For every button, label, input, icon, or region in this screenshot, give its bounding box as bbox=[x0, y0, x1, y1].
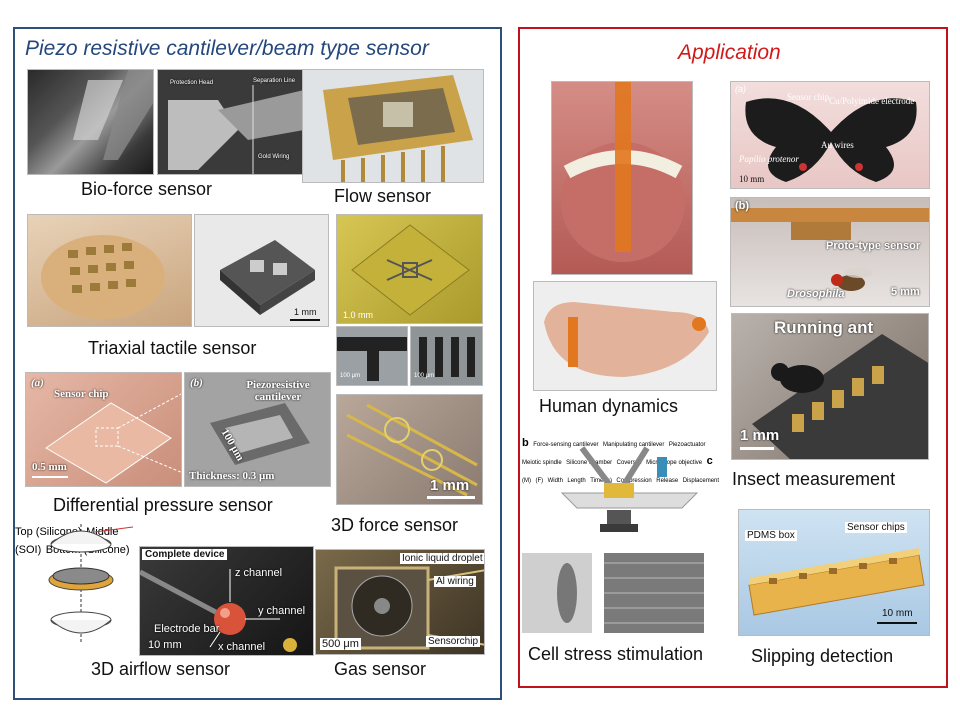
diff-pressure-cantilever-image: (b) Piezoresistive cantilever 100 μm Thi… bbox=[184, 372, 331, 487]
diff-piezo-label: Piezoresistive cantilever bbox=[246, 379, 310, 403]
gas-scale-label: 500 μm bbox=[320, 638, 361, 650]
butterfly-electrode-label: Cu/Polyimide electrode bbox=[829, 96, 915, 106]
gas-sensor-caption: Gas sensor bbox=[334, 659, 427, 679]
cell-piezo-label: Piezoactuator bbox=[668, 442, 706, 448]
bio-separation-label: Separation Line bbox=[253, 78, 296, 84]
foot-sensor-image bbox=[533, 281, 717, 391]
butterfly-sensor-image: (a) Sensor chip Cu/Polyimide electrode A… bbox=[730, 81, 930, 189]
force3d-top-scale-label: 1.0 mm bbox=[343, 310, 374, 320]
butterfly-species-label: Papilio protenor bbox=[739, 154, 799, 164]
cell-stress-diagram: b Force-sensing cantilever Manipulating … bbox=[522, 433, 722, 643]
cell-coverslip-label: Coverslip bbox=[616, 460, 642, 466]
butterfly-scale-label: 10 mm bbox=[739, 174, 765, 184]
cell-b-label: b bbox=[522, 437, 529, 449]
bio-protection-label: Protection Head bbox=[170, 80, 214, 86]
gas-chip-label: Sensorchip bbox=[426, 636, 481, 647]
ant-scale-label: 1 mm bbox=[740, 427, 780, 444]
ant-title-label: Running ant bbox=[774, 318, 874, 337]
cell-force-label: Force-sensing cantilever bbox=[533, 442, 599, 448]
diff-b-label: (b) bbox=[190, 377, 203, 389]
force3d-scale-a-label: 100 μm bbox=[340, 373, 361, 379]
diff-sensor-chip-label: Sensor chip bbox=[54, 388, 109, 400]
running-ant-image: Running ant 1 mm bbox=[731, 313, 929, 460]
human-dynamics-caption: Human dynamics bbox=[539, 396, 679, 416]
differential-pressure-caption: Differential pressure sensor bbox=[53, 495, 273, 515]
diff-pressure-chip-image: (a) Sensor chip 0.5 mm bbox=[25, 372, 182, 487]
mouth-sensor-image bbox=[551, 81, 693, 275]
slip-chips-label: Sensor chips bbox=[845, 522, 907, 533]
airflow-complete-label: Complete device bbox=[142, 549, 228, 560]
airflow-device-image: Complete device z channel y channel Elec… bbox=[139, 546, 314, 656]
gas-droplet-label: Ionic liquid droplet bbox=[400, 553, 484, 564]
triaxial-chip-image: 1 mm bbox=[194, 214, 329, 327]
butterfly-a-label: (a) bbox=[735, 84, 746, 94]
cell-manip-label: Manipulating cantilever bbox=[603, 442, 665, 448]
diff-a-label: (a) bbox=[31, 377, 44, 389]
airflow-3d-caption: 3D airflow sensor bbox=[91, 659, 231, 679]
fly-proto-label: Proto-type sensor bbox=[826, 240, 921, 252]
force3d-sensor-caption: 3D force sensor bbox=[331, 515, 459, 535]
diff-05-label: 0.5 mm bbox=[32, 461, 67, 473]
sensor-panel: Piezo resistive cantilever/beam type sen… bbox=[13, 27, 502, 700]
slipping-detection-caption: Slipping detection bbox=[751, 646, 894, 666]
fly-scale-label: 5 mm bbox=[891, 286, 920, 298]
airflow-exploded-diagram: Top (Silicone) Middle (SOI) Bottom (Sili… bbox=[15, 522, 140, 644]
cell-c-label: c bbox=[706, 455, 713, 467]
butterfly-wires-label: Au wires bbox=[821, 140, 854, 150]
application-panel-title: Application bbox=[678, 41, 781, 64]
cell-width-label: Width bbox=[547, 478, 563, 484]
cell-chamber-label: Silicone chamber bbox=[566, 460, 613, 466]
gas-sensor-image: Ionic liquid droplet Al wiring Sensorchi… bbox=[315, 549, 485, 655]
airflow-x-label: x channel bbox=[218, 641, 266, 653]
drosophila-sensor-image: (b) Proto-type sensor Drosophila 5 mm bbox=[730, 197, 930, 307]
insect-measurement-caption: Insect measurement bbox=[732, 469, 896, 489]
slip-scale-label: 10 mm bbox=[882, 608, 913, 619]
flow-sensor-image bbox=[302, 69, 484, 183]
butterfly-chip-label: Sensor chip bbox=[787, 92, 830, 102]
bio-gold-label: Gold Wiring bbox=[258, 154, 290, 160]
force3d-gold-chip-image: 1.0 mm bbox=[336, 214, 483, 324]
flow-sensor-caption: Flow sensor bbox=[334, 186, 432, 206]
force3d-detail-image-b: 100 μm bbox=[410, 326, 483, 386]
triaxial-scale-label: 1 mm bbox=[294, 307, 317, 317]
slipping-detection-image: PDMS box Sensor chips 10 mm bbox=[738, 509, 930, 636]
force3d-scale-label: 1 mm bbox=[430, 477, 470, 494]
sensor-panel-title: Piezo resistive cantilever/beam type sen… bbox=[25, 37, 429, 60]
application-panel: Application Human dynamics (a) Sensor ch… bbox=[518, 27, 948, 688]
fly-b-label: (b) bbox=[735, 200, 750, 212]
airflow-z-label: z channel bbox=[235, 567, 283, 579]
gas-wiring-label: Al wiring bbox=[434, 576, 476, 587]
cell-objective-label: Microscope objective bbox=[646, 460, 703, 466]
diff-thickness-label: Thickness: 0.3 μm bbox=[189, 470, 275, 482]
triaxial-finger-image bbox=[27, 214, 192, 327]
fly-species-label: Drosophila bbox=[787, 288, 845, 300]
triaxial-tactile-caption: Triaxial tactile sensor bbox=[88, 338, 257, 358]
cell-f-label: (F) bbox=[535, 478, 544, 484]
cell-meiotic-label: Meiotic spindle bbox=[522, 460, 562, 466]
cell-m-label: (M) bbox=[522, 478, 531, 484]
slip-pdms-label: PDMS box bbox=[745, 530, 797, 541]
force3d-detail-image-a: 100 μm bbox=[336, 326, 408, 386]
force3d-device-image: 1 mm bbox=[336, 394, 483, 505]
cell-displacement-label: Displacement bbox=[682, 478, 720, 484]
bio-force-sem-image-2: Protection Head Separation Line Gold Wir… bbox=[157, 69, 303, 175]
airflow-y-label: y channel bbox=[258, 605, 306, 617]
airflow-electrode-label: Electrode bar bbox=[154, 623, 220, 635]
bio-force-sensor-caption: Bio-force sensor bbox=[81, 179, 213, 199]
bio-force-sem-image-1 bbox=[27, 69, 154, 175]
force3d-scale-b-label: 100 μm bbox=[414, 373, 435, 379]
airflow-scale-label: 10 mm bbox=[148, 639, 182, 651]
cell-stress-caption: Cell stress stimulation bbox=[528, 644, 704, 664]
